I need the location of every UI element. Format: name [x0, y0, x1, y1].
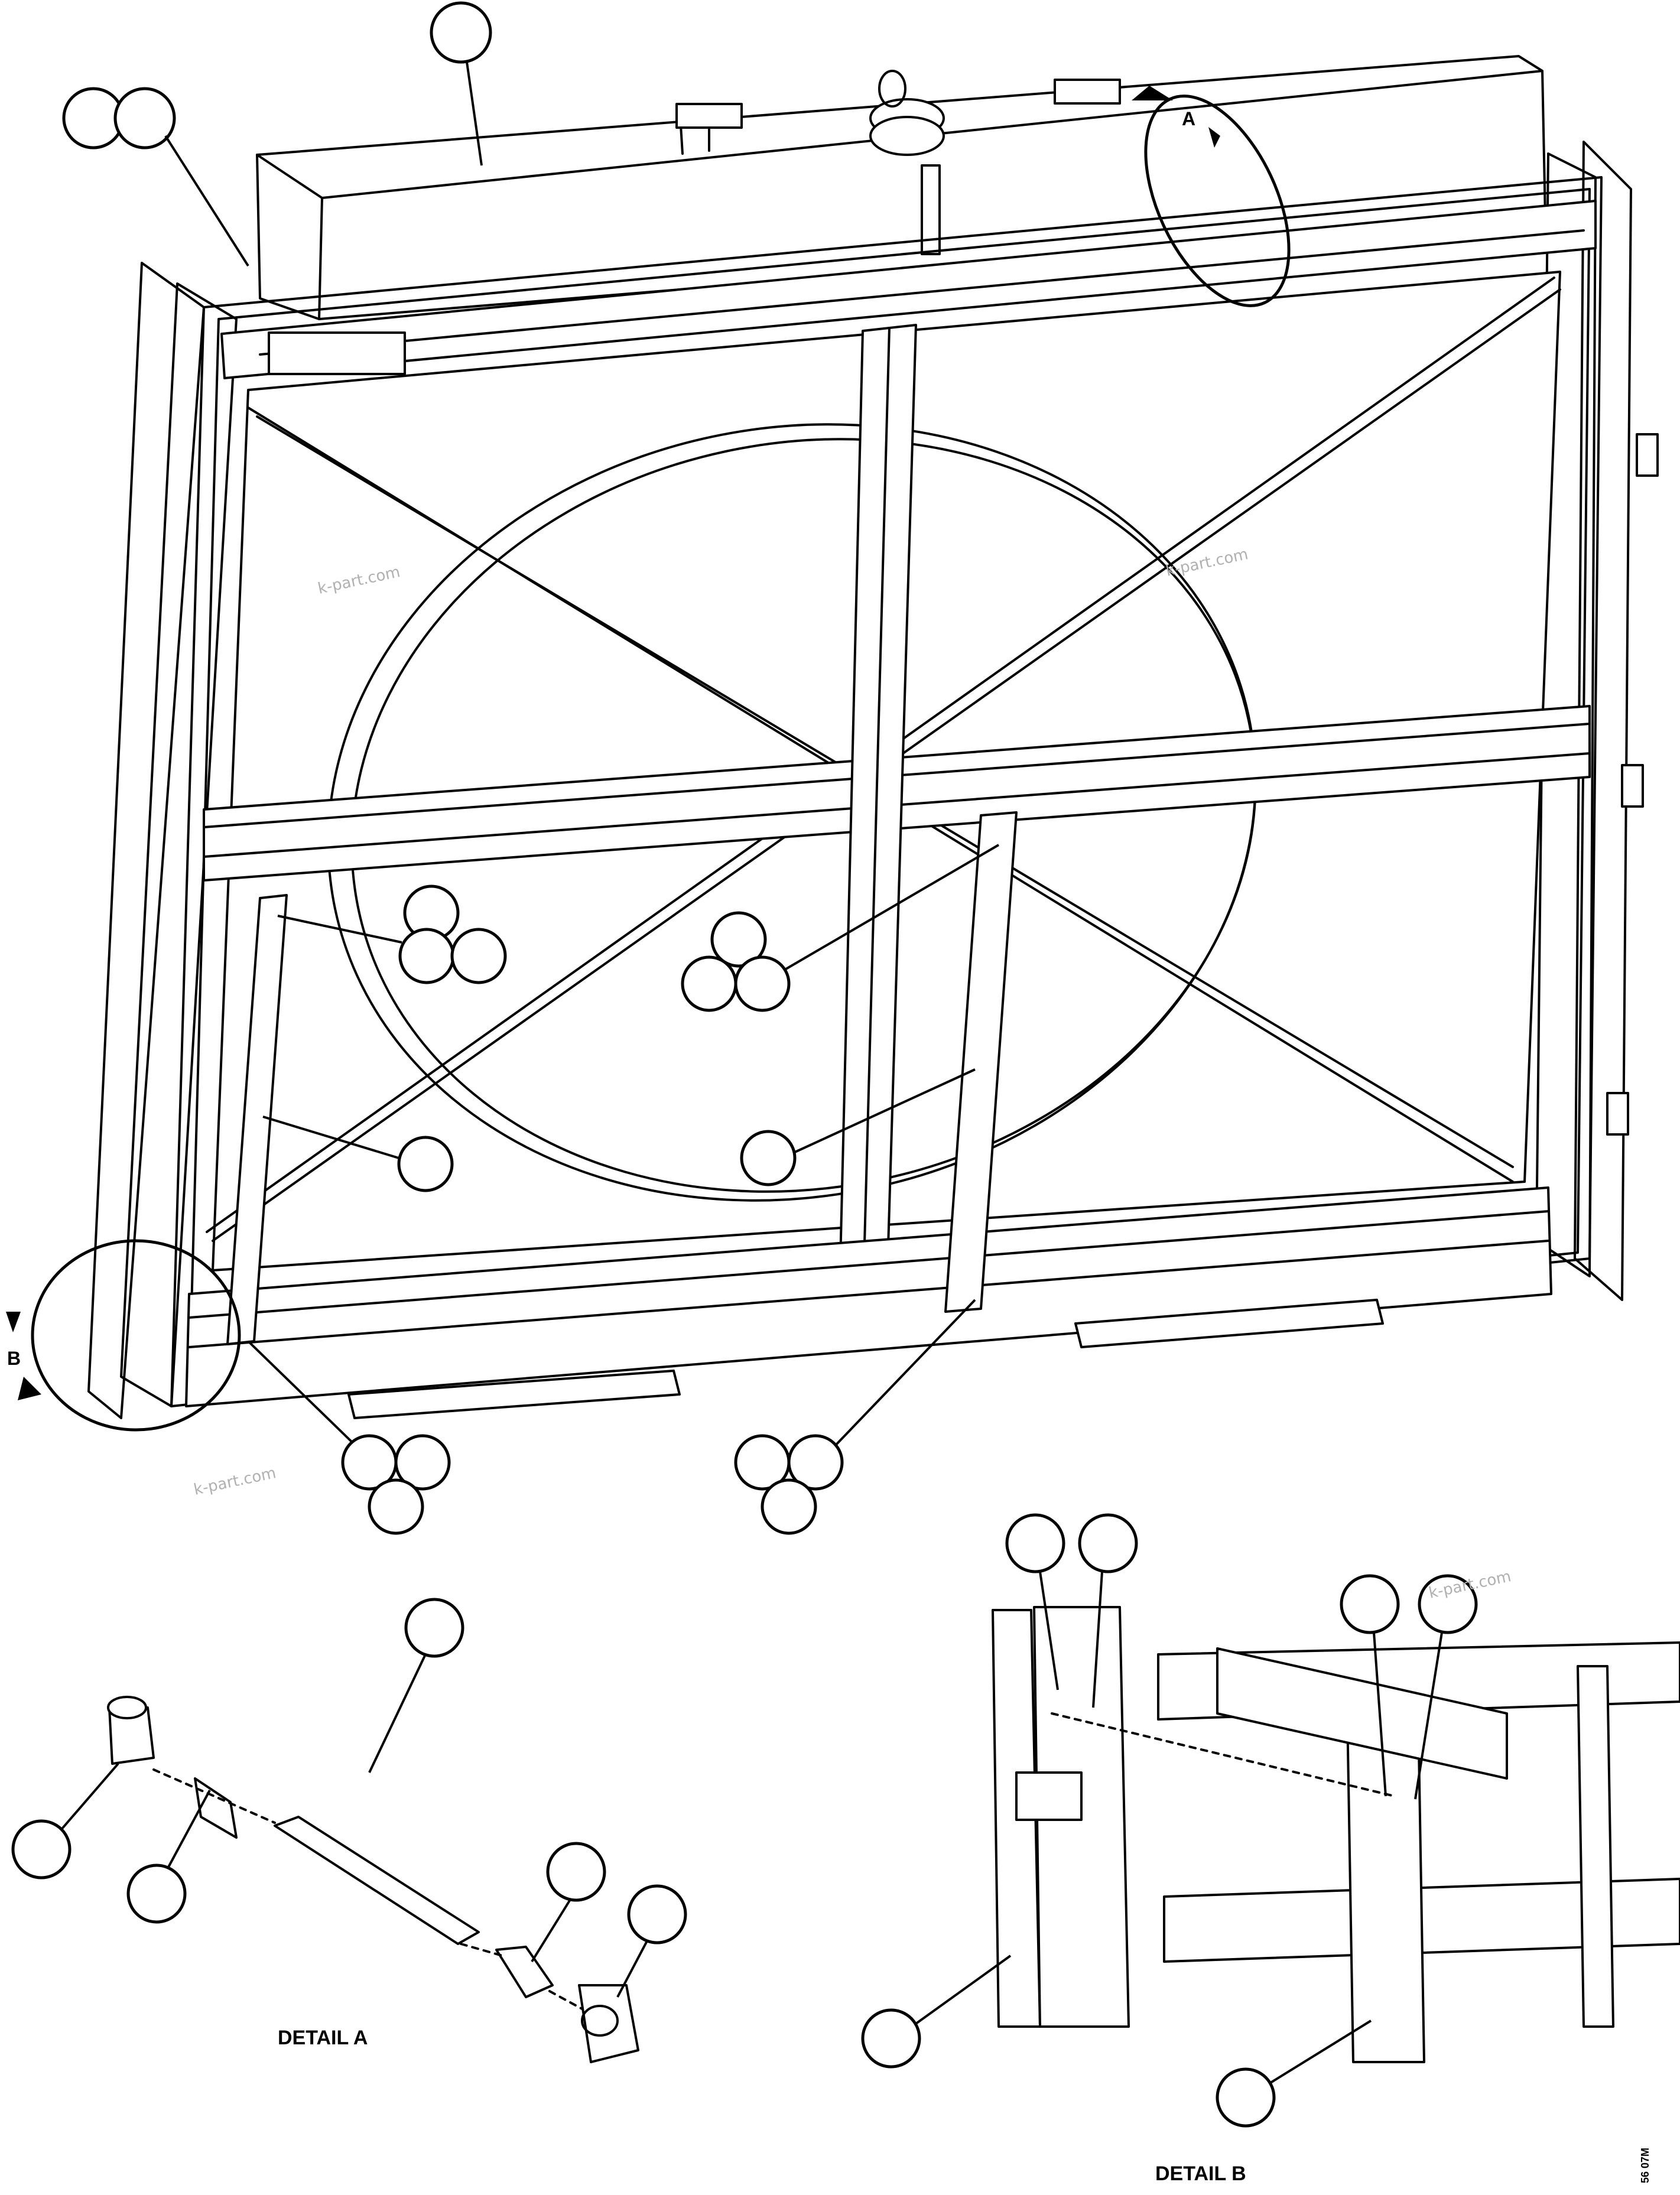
callout-bubble [126, 1790, 211, 1924]
far-post [1577, 1665, 1614, 2028]
callout-bubble [531, 1842, 606, 1963]
upper-beam [220, 200, 1597, 379]
view-a-marker: A [1132, 86, 1291, 307]
callout-bubble [787, 1434, 844, 1491]
side-tabs [1606, 433, 1659, 1136]
callout-bubble [734, 844, 1000, 1012]
filler-cap-icon [869, 70, 945, 156]
callout-bubble [394, 1434, 451, 1491]
sight-tube-icon [274, 1816, 480, 1945]
callout-bubble [1414, 1574, 1478, 1800]
detail-a [107, 1696, 639, 2063]
callout-bubble [740, 1068, 976, 1186]
callout-bubble [262, 1116, 454, 1192]
detail-b [992, 1606, 1680, 2063]
callout-bubble [1005, 1513, 1065, 1690]
callout-bubble [247, 1340, 424, 1535]
callout-bubble [616, 1884, 687, 1998]
detail-a-caption: DETAIL A [278, 2027, 368, 2049]
callout-bubble [761, 1299, 976, 1535]
left-post [992, 1606, 1130, 2028]
view-a-label: A [1182, 108, 1195, 129]
elbow-fitting-icon [107, 1696, 155, 1765]
watermark: k-part.com [192, 1464, 278, 1499]
view-b-marker: B [6, 1239, 241, 1432]
adapter-fitting-icon [194, 1777, 238, 1839]
lower-beam [185, 1186, 1552, 1407]
callout-bubble [11, 1762, 119, 1879]
mounting-feet [347, 1299, 1384, 1419]
radiator-assembly [87, 55, 1659, 1419]
crossbar-plate [1216, 1647, 1508, 1780]
callout-bubble [398, 928, 455, 984]
callout-bubble [277, 915, 507, 984]
right-post [1346, 1712, 1425, 2063]
connector-fitting-icon [495, 1946, 554, 1998]
callout-bubbles [11, 1, 1478, 2128]
lower-elbow-icon [578, 1984, 639, 2063]
callout-bubble [710, 911, 767, 968]
callout-bubble [430, 1, 492, 166]
detail-b-caption: DETAIL B [1155, 2163, 1246, 2185]
callout-bubble [1340, 1574, 1400, 1797]
callout-bubble [1216, 2020, 1372, 2128]
outer-frame [87, 141, 1632, 1419]
callout-bubble [368, 1598, 464, 1773]
callout-bubble [861, 1955, 1012, 2069]
drawing-number: 56 07M [1639, 2148, 1651, 2183]
callout-bubble [113, 87, 249, 267]
bracket-bars [226, 811, 1018, 1345]
callout-bubble [1078, 1513, 1138, 1708]
callout-bubble [681, 955, 737, 1012]
view-b-label: B [7, 1348, 21, 1369]
